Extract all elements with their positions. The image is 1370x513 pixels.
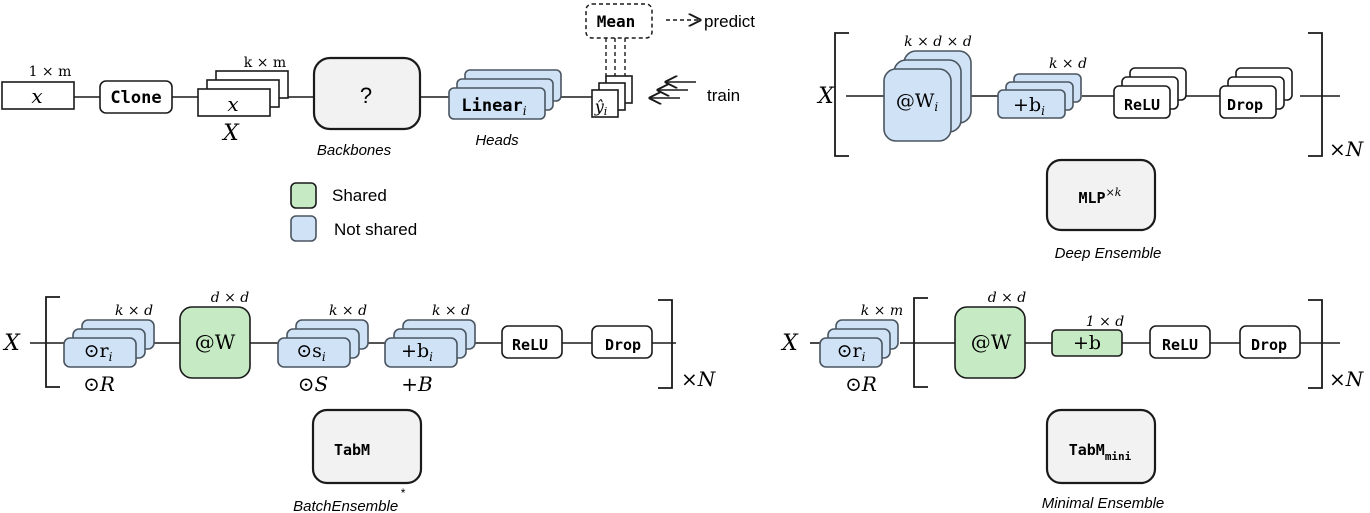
- be-model-label: TabM: [334, 441, 370, 459]
- me-model-box: [1045, 408, 1157, 485]
- me-repeat-label: ×N: [1329, 367, 1365, 391]
- be-repeat-label: ×N: [681, 367, 717, 391]
- head-label: Lineari: [461, 96, 526, 118]
- me-bracket-left: [913, 297, 928, 388]
- input-dim-label: 1 × m: [29, 64, 72, 80]
- backbones-caption: Backbones: [317, 142, 392, 159]
- diagram-blocks: [1, 3, 1323, 485]
- mean-label: Mean: [597, 12, 636, 31]
- be-r-label: ⊙ri: [84, 340, 113, 364]
- be-relu-label: ReLU: [512, 336, 548, 354]
- me-w-box: [954, 306, 1026, 379]
- be-B-caption: +B: [401, 372, 432, 396]
- be-S-caption: ⊙S: [298, 372, 328, 396]
- predict-legend-label: predict: [704, 12, 755, 31]
- legend-shared-label: Shared: [332, 186, 387, 205]
- me-w-dim-label: d × d: [988, 290, 1027, 306]
- me-drop-label: Drop: [1251, 336, 1287, 354]
- deep-ensemble-panel: X k × d × d @Wi k × d +bi ReLU Drop ×N M…: [816, 34, 1365, 262]
- legend-not-shared-label: Not shared: [334, 220, 417, 239]
- me-r-label: ⊙ri: [837, 340, 866, 364]
- be-model-box: [311, 408, 423, 485]
- cloned-x-box-layer-1: [197, 88, 271, 117]
- be-drop-label: Drop: [605, 336, 641, 354]
- de-model-label: MLP×k: [1079, 186, 1122, 207]
- me-r-dim-label: k × m: [861, 303, 903, 319]
- de-input-label: X: [816, 84, 835, 109]
- be-s-dim-label: k × d: [329, 303, 367, 319]
- be-bracket-right: [658, 299, 673, 389]
- de-model-box: [1045, 158, 1157, 232]
- be-r-dim-label: k × d: [115, 303, 153, 319]
- be-bracket-left: [45, 296, 60, 388]
- me-R-caption: ⊙R: [845, 372, 877, 396]
- legend-not-shared-swatch: [290, 215, 317, 242]
- de-bracket-right: [1308, 32, 1323, 157]
- me-b-box: [1051, 329, 1123, 357]
- me-bracket-right: [1308, 299, 1323, 389]
- clone-label: Clone: [110, 88, 161, 108]
- me-b-label: +b: [1073, 332, 1101, 354]
- de-drop-label: Drop: [1227, 96, 1263, 114]
- de-b-box-layer-1: [997, 89, 1066, 119]
- de-relu-box-layer-1: [1113, 85, 1171, 119]
- batch-ensemble-panel: X k × d ⊙ri ⊙R d × d @W k × d ⊙si ⊙S k ×…: [2, 290, 717, 513]
- be-caption: BatchEnsemble*: [293, 486, 405, 513]
- train-legend-label: train: [707, 86, 740, 105]
- be-input-label: X: [2, 331, 21, 356]
- de-repeat-label: ×N: [1329, 137, 1365, 161]
- de-b-label: +bi: [1013, 94, 1045, 118]
- legend: Shared Not shared: [332, 186, 417, 239]
- be-w-box: [179, 306, 251, 379]
- de-w-label: @Wi: [896, 90, 939, 114]
- be-b-box-layer-1: [384, 337, 458, 368]
- head-box-layer-1: [448, 87, 546, 120]
- be-relu-box: [501, 325, 563, 359]
- be-r-box-layer-1: [63, 337, 137, 368]
- me-drop-box: [1239, 325, 1301, 359]
- me-relu-box: [1149, 325, 1211, 359]
- mean-box: [585, 3, 653, 39]
- overview-panel: 1 × m x Clone k × m x X ? Backbones Line…: [29, 12, 756, 159]
- input-x-label: x: [31, 84, 42, 108]
- me-r-box-layer-1: [819, 337, 883, 368]
- be-b-dim-label: k × d: [432, 303, 470, 319]
- cloned-dim-label: k × m: [244, 55, 286, 71]
- de-b-dim-label: k × d: [1049, 56, 1087, 72]
- be-s-box-layer-1: [277, 337, 351, 368]
- be-b-label: +bi: [401, 340, 433, 364]
- be-w-dim-label: d × d: [211, 290, 250, 306]
- de-w-box-layer-1: [883, 68, 952, 142]
- me-relu-label: ReLU: [1162, 336, 1198, 354]
- clone-box: [99, 80, 173, 114]
- be-w-label: @W: [195, 330, 236, 354]
- me-caption: Minimal Ensemble: [1042, 495, 1165, 512]
- me-b-dim-label: 1 × d: [1086, 314, 1125, 330]
- heads-caption: Heads: [475, 132, 519, 149]
- be-s-label: ⊙si: [296, 340, 326, 364]
- cloned-X-caption: X: [221, 121, 240, 146]
- de-drop-box-layer-1: [1219, 85, 1277, 119]
- legend-shared-swatch: [290, 182, 317, 209]
- input-x-box: [1, 81, 75, 110]
- backbone-box: [312, 56, 422, 131]
- de-bracket-left: [834, 32, 849, 157]
- me-w-label: @W: [971, 330, 1012, 354]
- me-input-label: X: [780, 331, 799, 356]
- de-w-dim-label: k × d × d: [904, 34, 972, 50]
- de-relu-label: ReLU: [1124, 96, 1160, 114]
- prediction-box-layer-1: [591, 89, 619, 118]
- me-model-label: TabMmini: [1069, 441, 1132, 463]
- de-caption: Deep Ensemble: [1055, 245, 1162, 262]
- cloned-x-label: x: [227, 92, 238, 116]
- minimal-ensemble-panel: X k × m ⊙ri ⊙R d × d @W 1 × d +b ReLU Dr…: [780, 290, 1365, 512]
- prediction-label: ŷi: [594, 97, 608, 118]
- backbone-unknown-label: ?: [360, 83, 372, 108]
- be-drop-box: [591, 325, 653, 359]
- be-R-caption: ⊙R: [83, 372, 115, 396]
